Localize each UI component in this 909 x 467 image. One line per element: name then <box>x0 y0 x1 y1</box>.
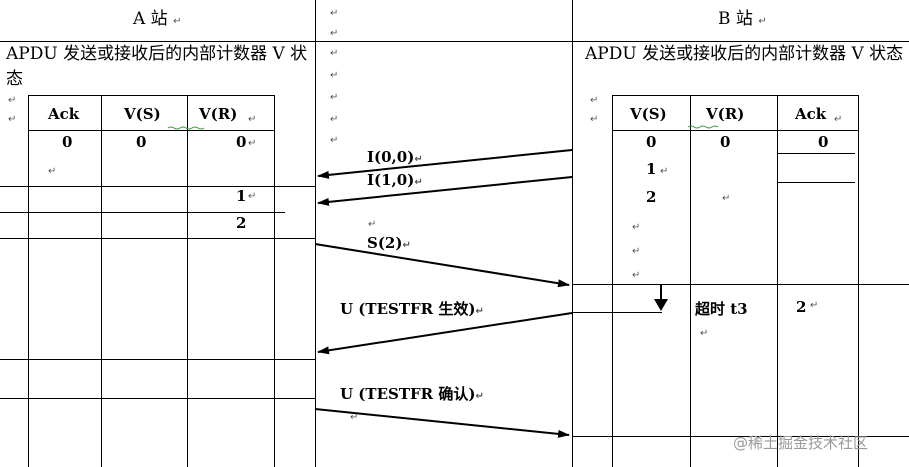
para-mark: ↵ <box>810 300 819 311</box>
timeout-arrow-head <box>654 299 668 311</box>
b-table-header-line <box>612 130 859 131</box>
station-a-title: A 站 ↵ <box>133 9 182 29</box>
a-table-col2 <box>187 95 188 467</box>
msg-i10: I(1,0)↵ <box>367 171 423 189</box>
a-table-right <box>274 95 275 467</box>
para-mark: ↵ <box>632 222 641 233</box>
b-vs-1: 1 <box>646 160 657 178</box>
b-table-right <box>858 95 859 467</box>
b-row-line-3 <box>572 284 909 285</box>
para-mark: ↵ <box>590 114 599 125</box>
para-mark: ↵ <box>368 219 377 230</box>
para-mark: ↵ <box>660 166 669 177</box>
a-table-top <box>28 95 275 96</box>
b-table-col1 <box>690 95 691 467</box>
para-mark: ↵ <box>590 95 599 106</box>
b-col-vs: V(S) <box>630 105 667 123</box>
a-vr-2: 2 <box>236 214 247 232</box>
a-row-line-5 <box>0 398 315 399</box>
a-vr-1: 1 <box>236 187 247 205</box>
para-mark: ↵ <box>350 412 359 423</box>
para-mark: ↵ <box>722 193 731 204</box>
b-vs-0: 0 <box>646 133 657 151</box>
para-mark: ↵ <box>248 138 257 149</box>
para-mark: ↵ <box>248 114 257 125</box>
b-col-ack: Ack <box>795 105 827 123</box>
para-mark: ↵ <box>8 95 17 106</box>
para-mark: ↵ <box>632 246 641 257</box>
msg-testfr-con: U (TESTFR 确认)↵ <box>340 385 484 403</box>
a-col-vs: V(S) <box>124 105 161 123</box>
a-table-header-line <box>28 130 275 131</box>
a-row-line-1 <box>0 186 315 187</box>
watermark: @稀土掘金技术社区 <box>733 434 869 452</box>
a-row-line-3 <box>0 238 315 239</box>
wavy-underline-b <box>687 125 719 129</box>
b-vs-2: 2 <box>646 188 657 206</box>
wavy-underline-a <box>167 126 205 130</box>
arrow-i10 <box>317 176 573 206</box>
msg-testfr-act: U (TESTFR 生效)↵ <box>340 300 484 318</box>
b-ack-0: 0 <box>818 133 829 151</box>
para-mark: ↵ <box>632 270 641 281</box>
station-a-desc: APDU 发送或接收后的内部计数器 V 状态 <box>6 44 308 89</box>
para-mark: ↵ <box>48 166 57 177</box>
a-vr-0: 0 <box>236 133 247 151</box>
arrow-testfr-con <box>314 408 570 438</box>
b-row-line-5 <box>572 436 909 437</box>
arrow-i00 <box>317 149 573 179</box>
para-mark: ↵ <box>330 114 339 125</box>
msg-i00: I(0,0)↵ <box>367 148 423 166</box>
para-mark: ↵ <box>330 135 339 146</box>
a-col-vr: V(R) <box>199 105 238 123</box>
arrow-testfr-act <box>317 312 573 355</box>
a-table-col1 <box>101 95 102 467</box>
arrow-s2 <box>314 243 570 288</box>
para-mark: ↵ <box>330 70 339 81</box>
b-table-left <box>612 95 613 467</box>
a-table-left <box>28 95 29 467</box>
b-table-top <box>612 95 859 96</box>
para-mark: ↵ <box>330 28 339 39</box>
para-mark: ↵ <box>834 114 843 125</box>
b-timeout-label: 超时 t3 <box>695 300 748 318</box>
a-vs-0: 0 <box>136 133 147 151</box>
para-mark: ↵ <box>330 92 339 103</box>
a-ack-0: 0 <box>62 133 73 151</box>
b-table-col2 <box>777 95 778 467</box>
b-ack-2: 2 <box>796 298 807 316</box>
para-mark: ↵ <box>248 191 257 202</box>
b-row-line-2 <box>777 182 855 183</box>
divider-a-middle <box>315 0 316 467</box>
station-b-title: B 站 ↵ <box>718 9 767 29</box>
para-mark: ↵ <box>330 8 339 19</box>
header-underline <box>0 41 909 42</box>
para-mark: ↵ <box>700 328 709 339</box>
b-col-vr: V(R) <box>706 105 745 123</box>
para-mark: ↵ <box>330 48 339 59</box>
msg-s2: S(2)↵ <box>367 234 411 252</box>
para-mark: ↵ <box>8 114 17 125</box>
b-row-line-4 <box>572 312 662 313</box>
divider-middle-b <box>572 0 573 467</box>
a-row-line-4 <box>0 359 315 360</box>
b-vr-0: 0 <box>720 133 731 151</box>
a-col-ack: Ack <box>48 105 80 123</box>
b-row-line-1 <box>777 153 855 154</box>
a-vr-mark <box>187 130 252 131</box>
station-b-desc: APDU 发送或接收后的内部计数器 V 状态 <box>585 44 904 64</box>
a-row-line-2 <box>0 212 285 213</box>
